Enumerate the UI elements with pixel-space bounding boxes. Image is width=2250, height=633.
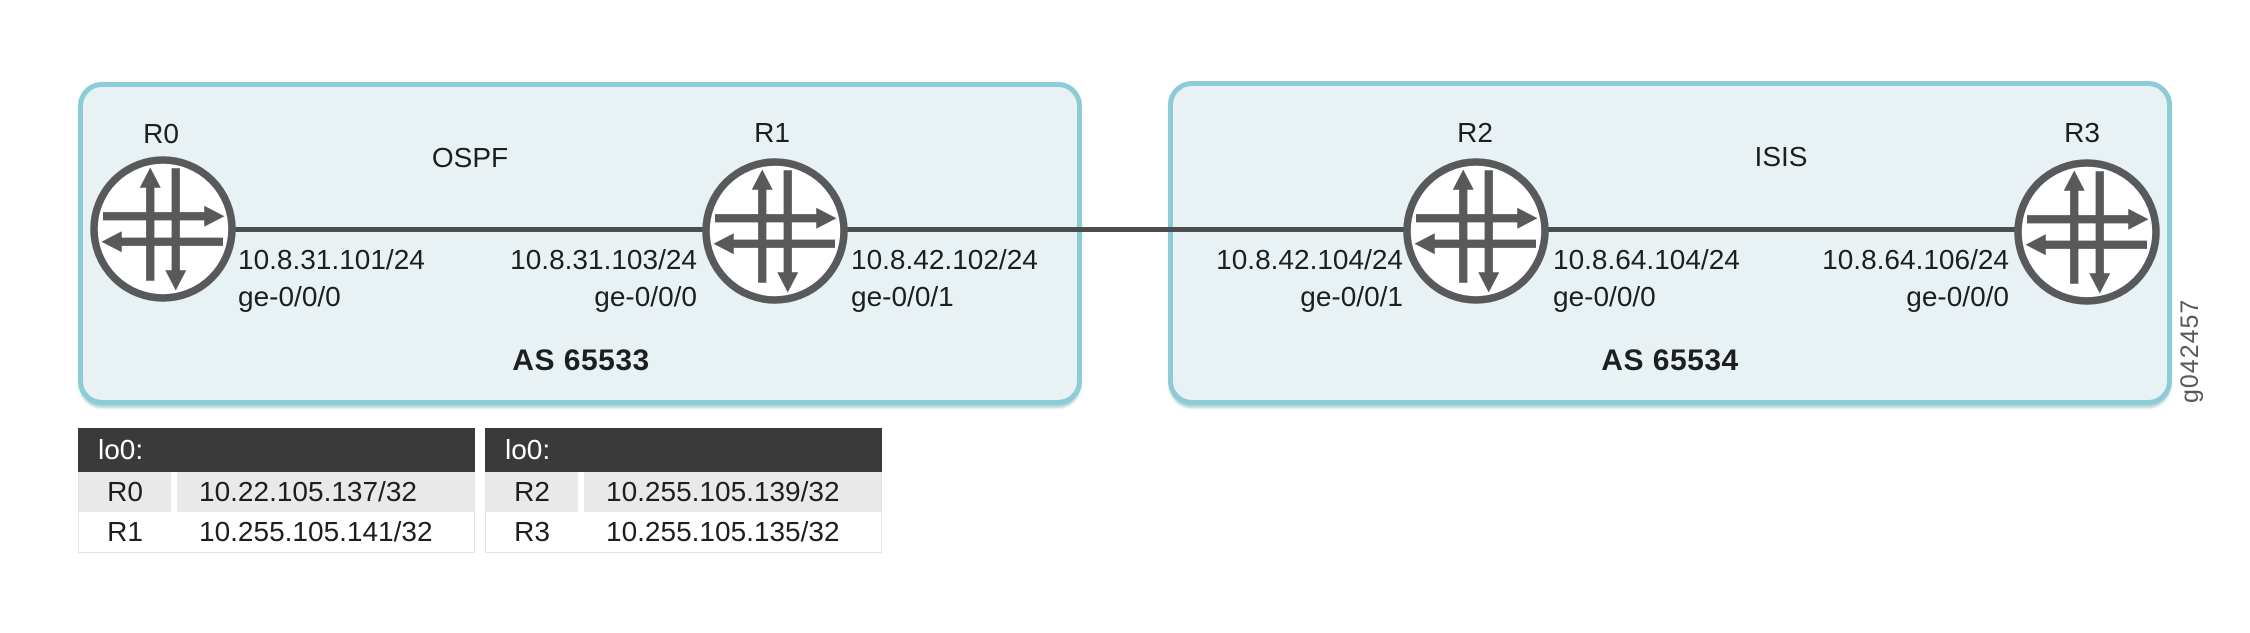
table-row: R2 10.255.105.139/32 [486, 472, 881, 512]
as-box-65533 [78, 82, 1082, 405]
interface-label-r1-ge000: 10.8.31.103/24 ge-0/0/0 [510, 241, 697, 315]
figure-id-watermark: g042457 [2176, 298, 2204, 403]
as-label-65534: AS 65534 [1601, 344, 1739, 377]
loopback-address-cell: 10.255.105.139/32 [584, 472, 881, 512]
interface-port: ge-0/0/0 [594, 281, 697, 312]
interface-ip: 10.8.64.106/24 [1822, 244, 2009, 275]
router-name-cell: R2 [486, 472, 578, 512]
loopback-table-body: R2 10.255.105.139/32 R3 10.255.105.135/3… [485, 472, 882, 553]
router-glyph [90, 156, 236, 302]
table-row: R0 10.22.105.137/32 [79, 472, 474, 512]
router-icon-r1 [700, 156, 850, 306]
loopback-table-header: lo0: [485, 428, 882, 472]
router-icon-r3 [2012, 157, 2162, 307]
interface-ip: 10.8.64.104/24 [1553, 244, 1740, 275]
interface-label-r3-ge000: 10.8.64.106/24 ge-0/0/0 [1822, 241, 2009, 315]
loopback-table-as65533: lo0: R0 10.22.105.137/32 R1 10.255.105.1… [78, 428, 475, 553]
loopback-table-as65534: lo0: R2 10.255.105.139/32 R3 10.255.105.… [485, 428, 882, 553]
router-name-cell: R1 [79, 512, 171, 552]
interface-ip: 10.8.31.101/24 [238, 244, 425, 275]
cell-divider [578, 512, 584, 552]
interface-port: ge-0/0/0 [238, 281, 341, 312]
cell-divider [171, 472, 177, 512]
router-name-cell: R0 [79, 472, 171, 512]
router-label-r2: R2 [1457, 117, 1493, 148]
interface-port: ge-0/0/0 [1553, 281, 1656, 312]
router-label-r0: R0 [143, 118, 179, 149]
router-label-r1: R1 [754, 117, 790, 148]
loopback-address-cell: 10.255.105.141/32 [177, 512, 474, 552]
interface-port: ge-0/0/1 [1300, 281, 1403, 312]
router-glyph [1403, 158, 1549, 304]
interface-label-r1-ge001: 10.8.42.102/24 ge-0/0/1 [851, 241, 1038, 315]
protocol-label-isis: ISIS [1754, 141, 1808, 172]
interface-port: ge-0/0/0 [1906, 281, 2009, 312]
router-icon-r0 [88, 154, 238, 304]
interface-ip: 10.8.31.103/24 [510, 244, 697, 275]
interface-ip: 10.8.42.102/24 [851, 244, 1038, 275]
link-line [163, 227, 2087, 232]
interface-label-r2-ge001: 10.8.42.104/24 ge-0/0/1 [1216, 241, 1403, 315]
cell-divider [171, 512, 177, 552]
table-row: R1 10.255.105.141/32 [79, 512, 474, 552]
router-glyph [702, 158, 848, 304]
loopback-address-cell: 10.22.105.137/32 [177, 472, 474, 512]
protocol-label-ospf: OSPF [431, 142, 509, 173]
interface-label-r0-ge000: 10.8.31.101/24 ge-0/0/0 [238, 241, 425, 315]
router-name-cell: R3 [486, 512, 578, 552]
router-glyph [2014, 159, 2160, 305]
cell-divider [578, 472, 584, 512]
router-icon-r2 [1401, 156, 1551, 306]
table-row: R3 10.255.105.135/32 [486, 512, 881, 552]
interface-label-r2-ge000: 10.8.64.104/24 ge-0/0/0 [1553, 241, 1740, 315]
router-label-r3: R3 [2064, 117, 2100, 148]
interface-ip: 10.8.42.104/24 [1216, 244, 1403, 275]
as-label-65533: AS 65533 [512, 344, 650, 377]
as-box-65534 [1168, 81, 2172, 405]
interface-port: ge-0/0/1 [851, 281, 954, 312]
loopback-table-body: R0 10.22.105.137/32 R1 10.255.105.141/32 [78, 472, 475, 553]
loopback-table-header: lo0: [78, 428, 475, 472]
loopback-address-cell: 10.255.105.135/32 [584, 512, 881, 552]
